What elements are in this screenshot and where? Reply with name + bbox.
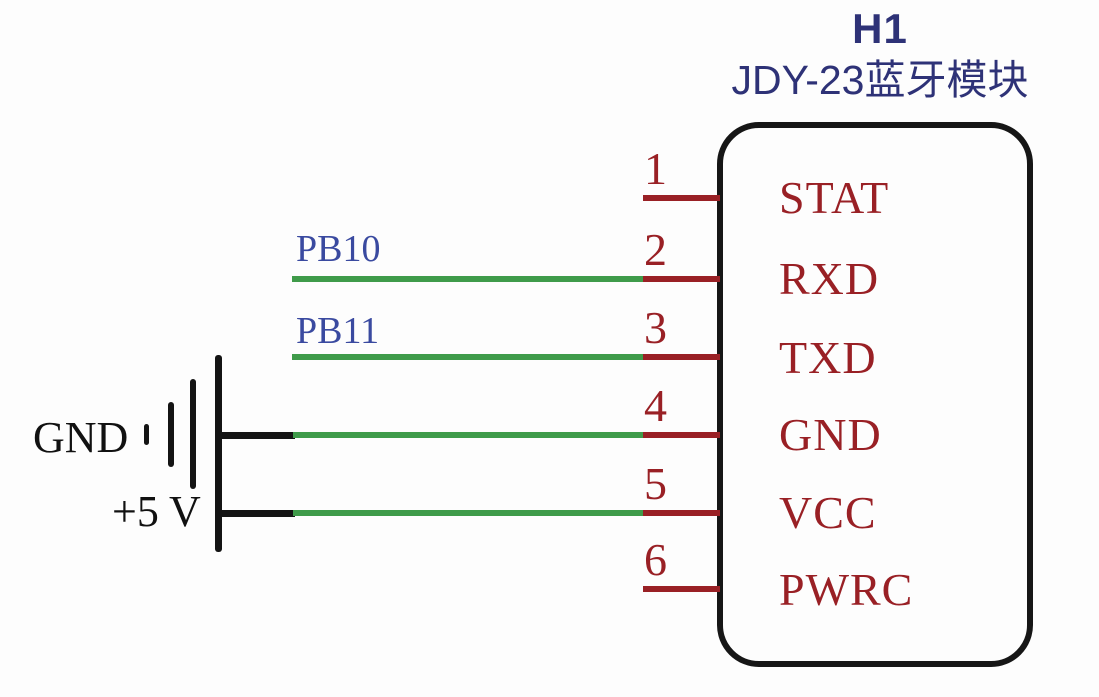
component-label: JDY-23蓝牙模块 xyxy=(731,57,1029,103)
pin-number-3: 3 xyxy=(644,302,667,353)
wire-gnd-green xyxy=(293,432,647,438)
pin-name-pwrc: PWRC xyxy=(779,564,914,615)
pin-number-2: 2 xyxy=(644,224,667,275)
pin-name-stat: STAT xyxy=(779,172,890,223)
pin-stub-6 xyxy=(643,586,720,592)
pin-number-4: 4 xyxy=(644,380,667,431)
pin-number-1: 1 xyxy=(644,143,667,194)
pin-stub-5 xyxy=(643,510,720,516)
gnd-label: GND xyxy=(33,413,129,462)
battery-plate-long-icon xyxy=(190,379,196,489)
net-label-pb11: PB11 xyxy=(296,310,380,352)
module-outline xyxy=(717,122,1033,667)
wire-vcc-black xyxy=(217,510,295,517)
wire-pb11 xyxy=(292,354,647,360)
wire-pb10 xyxy=(292,276,647,282)
pin-number-5: 5 xyxy=(644,458,667,509)
pin-stub-2 xyxy=(643,276,720,282)
pin-number-6: 6 xyxy=(644,534,667,585)
net-label-pb10: PB10 xyxy=(296,228,381,270)
pin-stub-4 xyxy=(643,432,720,438)
pin-name-gnd: GND xyxy=(779,409,882,460)
pin-stub-1 xyxy=(643,195,720,201)
pin-name-rxd: RXD xyxy=(779,253,880,304)
wire-vcc-green xyxy=(293,510,647,516)
battery-plate-short-icon xyxy=(144,424,149,445)
wire-gnd-black xyxy=(217,432,295,439)
pin-stub-3 xyxy=(643,354,720,360)
plus5v-label: +5 V xyxy=(112,487,201,536)
component-title: H1 JDY-23蓝牙模块 xyxy=(650,8,1099,101)
pin-name-vcc: VCC xyxy=(779,487,877,538)
component-designator: H1 xyxy=(852,5,908,52)
pin-name-txd: TXD xyxy=(779,332,877,383)
power-rail-bar-icon xyxy=(215,355,222,552)
battery-plate-medium-icon xyxy=(168,402,174,467)
